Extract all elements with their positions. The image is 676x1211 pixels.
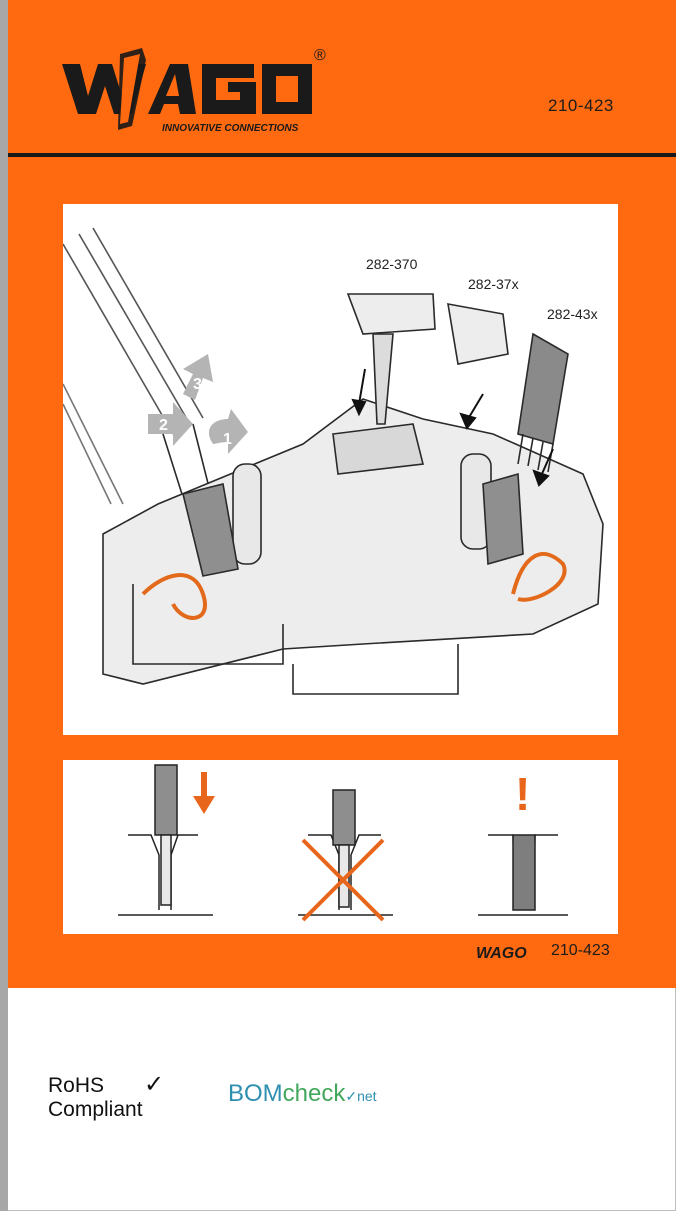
wago-logo-small: WAGO [476,945,527,961]
jumper-label-282-370: 282-370 [366,256,418,272]
rohs-label: RoHS [48,1074,105,1097]
brand-tagline: INNOVATIVE CONNECTIONS [162,123,299,134]
jumper-label-282-43x: 282-43x [547,306,598,322]
insertion-guide-panel: ! [63,760,618,934]
step-1-label: 1 [223,431,232,448]
assembly-illustration-panel: 2 3 1 282-370 282-37x 282-43x [62,204,618,735]
header-divider [8,153,676,157]
wago-logo: INNOVATIVE CONNECTIONS ® [62,47,326,134]
compliant-label: Compliant [48,1098,143,1121]
check-icon: ✓ [144,1071,165,1098]
step-3-label: 3 [193,376,202,393]
bomcheck-part-check: check [282,1080,346,1107]
insertion-guide-illustration: ! [118,764,568,922]
step-2-label: 2 [159,417,168,434]
footer-brand: WAGO [476,945,527,961]
bomcheck-part-net: ✓net [345,1088,377,1104]
jumper-label-282-37x: 282-37x [468,276,519,292]
warning-mark: ! [515,768,530,820]
bomcheck-logo: BOMcheck✓net [228,1080,377,1108]
rohs-compliance-mark: RoHS Compliant ✓ [48,1073,164,1122]
terminal-block-illustration: 2 3 1 [62,227,604,695]
bomcheck-part-bom: BOM [228,1080,283,1107]
part-number-top: 210-423 [548,96,614,115]
registered-mark: ® [314,47,326,64]
part-number-bottom: 210-423 [551,942,610,959]
left-edge-bar [0,0,8,1211]
